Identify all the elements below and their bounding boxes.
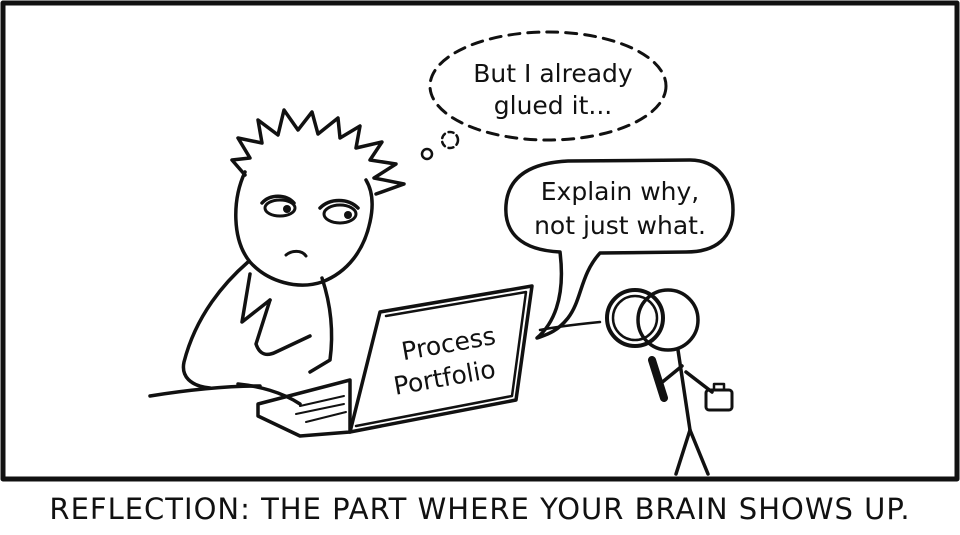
magnifying-glass-handle [648,356,668,402]
magnifying-glass-lens [611,294,659,342]
laptop-screen-inner [354,290,528,428]
speech-bubble: Explain why, not just what. [504,158,735,340]
student-right-eye-white [322,203,358,225]
student-arm-upper [254,298,312,357]
thought-bubble: But I already glued it... [420,30,668,161]
briefcase-icon [704,388,734,412]
speech-bubble-outline [504,158,735,340]
laptop-keyboard [295,395,347,423]
thought-bubble-line-1: But I already [473,59,633,88]
inspector-figure [605,288,734,476]
laptop-screen [348,284,534,434]
laptop: Process Portfolio [256,284,534,438]
student-right-pupil [344,211,352,219]
inspector-arm [658,364,714,394]
student-left-eye [260,194,296,205]
speech-bubble-line-1: Explain why, [541,177,700,206]
student-figure [181,108,406,406]
thought-bubble-dot-large [440,130,460,150]
student-hair [230,108,406,196]
briefcase-handle [712,382,726,392]
student-torso [181,260,250,390]
student-arm [308,276,334,374]
student-mouth [284,249,308,258]
student-collar [240,272,272,324]
thought-bubble-dot-small [420,147,434,161]
student-left-eye-white [263,198,297,218]
comic-panel: But I already glued it... Explain why, n… [0,0,960,482]
inspector-body [676,348,692,432]
student-left-pupil [283,205,291,213]
thought-bubble-line-2: glued it... [494,91,612,120]
inspector-head [636,288,700,352]
student-hand [236,382,302,406]
laptop-base [256,378,352,438]
thought-bubble-cloud [428,30,668,142]
magnifying-glass-icon [605,288,665,348]
inspector-legs [674,428,710,476]
student-head [234,170,374,287]
panel-border [0,0,960,482]
student-right-eye [318,198,360,210]
speech-bubble-line-2: not just what. [534,211,706,240]
comic-caption: REFLECTION: THE PART WHERE YOUR BRAIN SH… [49,491,911,526]
